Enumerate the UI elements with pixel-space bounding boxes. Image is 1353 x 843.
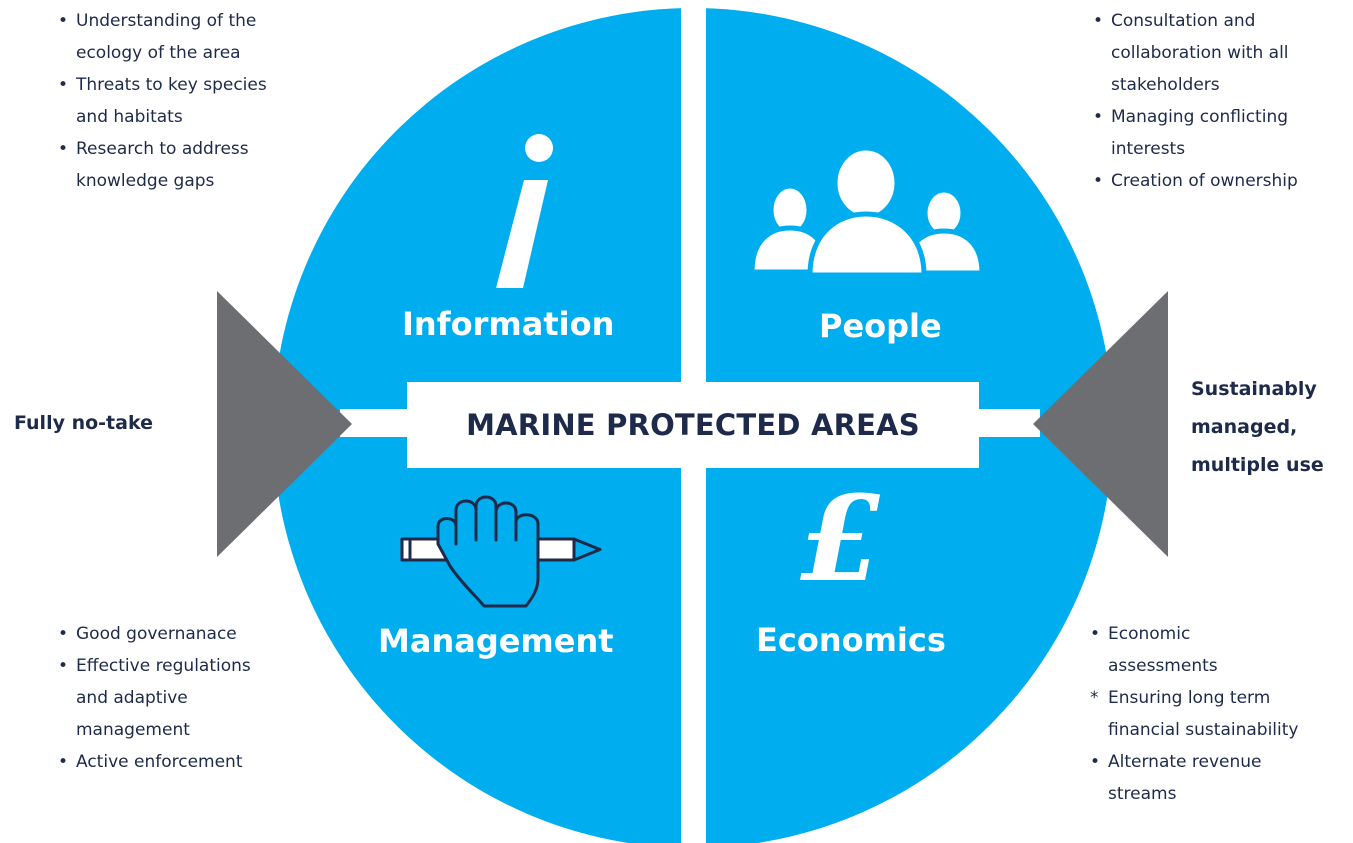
list-item-line: Managing conflicting <box>1111 107 1289 127</box>
center-title-text: MARINE PROTECTED AREAS <box>466 408 920 442</box>
list-item: Good governanace <box>58 618 251 650</box>
list-item-line: and adaptive <box>76 688 188 708</box>
list-item-line: and habitats <box>76 107 183 127</box>
list-item-line: Consultation and <box>1111 11 1256 31</box>
side-label-left: Fully no-take <box>14 412 153 434</box>
quadrant-label-economics: Economics <box>756 621 946 659</box>
side-label-right: Sustainably managed, multiple use <box>1191 370 1324 484</box>
list-item: Threats to key species and habitats <box>58 69 267 133</box>
list-item-line: Economic <box>1108 624 1191 644</box>
list-item-line: Threats to key species <box>76 75 267 95</box>
people-list: Consultation and collaboration with all st… <box>1093 5 1298 197</box>
list-item-line: interests <box>1111 139 1186 159</box>
info-icon <box>496 134 553 288</box>
list-item-line: Research to address <box>76 139 249 159</box>
list-item: Economic assessments <box>1090 618 1298 682</box>
management-list: Good governanace Effective regulations an… <box>58 618 251 778</box>
quadrant-label-information: Information <box>402 305 615 343</box>
list-item: Active enforcement <box>58 746 251 778</box>
list-item-line: Understanding of the <box>76 11 257 31</box>
list-item: Effective regulations and adaptive managem… <box>58 650 251 746</box>
list-item-line: collaboration with all <box>1111 43 1289 63</box>
list-item-line: Effective regulations <box>76 656 251 676</box>
right-arrow-triangle <box>1033 291 1168 557</box>
side-label-right-line: multiple use <box>1191 454 1324 476</box>
list-item-line: assessments <box>1108 656 1218 676</box>
list-item-line: Ensuring long term <box>1108 688 1271 708</box>
list-item-line: ecology of the area <box>76 43 241 63</box>
list-item-line: knowledge gaps <box>76 171 215 191</box>
list-item-line: streams <box>1108 784 1177 804</box>
list-item-line: Alternate revenue <box>1108 752 1262 772</box>
side-label-right-line: managed, <box>1191 416 1298 438</box>
list-item-line: Good governanace <box>76 624 237 644</box>
pound-sign-icon: £ <box>800 469 883 608</box>
quadrant-label-management: Management <box>378 622 614 660</box>
list-item: Consultation and collaboration with all st… <box>1093 5 1298 101</box>
list-item-line: stakeholders <box>1111 75 1220 95</box>
center-title: MARINE PROTECTED AREAS <box>407 382 979 468</box>
list-item: Alternate revenue streams <box>1090 746 1298 810</box>
list-item: Ensuring long term financial sustainabili… <box>1090 682 1298 746</box>
economics-list: Economic assessments Ensuring long term fi… <box>1090 618 1298 810</box>
list-item: Managing conflicting interests <box>1093 101 1298 165</box>
people-icon <box>749 145 985 278</box>
list-item-line: management <box>76 720 190 740</box>
quadrant-label-people: People <box>819 307 942 345</box>
list-item-line: Active enforcement <box>76 752 243 772</box>
hand-holding-pen-icon <box>400 495 602 608</box>
list-item: Understanding of the ecology of the area <box>58 5 267 69</box>
left-arrow-triangle <box>217 291 352 557</box>
list-item: Creation of ownership <box>1093 165 1298 197</box>
side-label-right-line: Sustainably <box>1191 378 1317 400</box>
list-item-line: Creation of ownership <box>1111 171 1298 191</box>
list-item: Research to address knowledge gaps <box>58 133 267 197</box>
list-item-line: financial sustainability <box>1108 720 1299 740</box>
